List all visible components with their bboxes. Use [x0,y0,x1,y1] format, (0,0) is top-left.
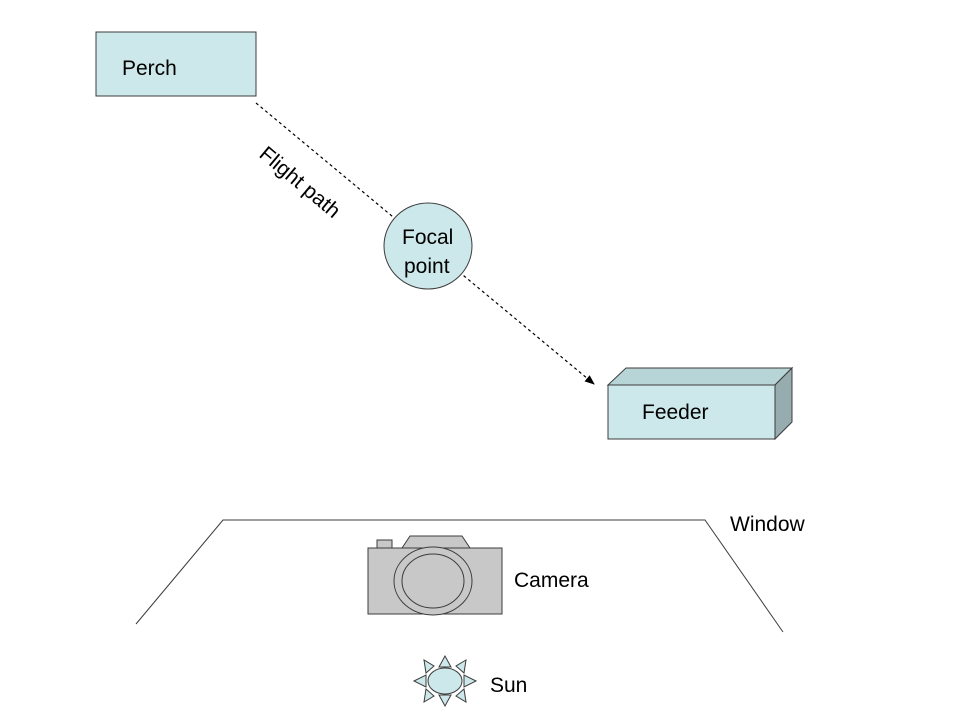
focal-point-node: Focal point [383,202,473,290]
feeder-label: Feeder [642,401,709,424]
window-label: Window [730,513,806,536]
flight-path-line [255,102,595,385]
focal-point-label-line1: Focal [402,226,453,249]
perch-label: Perch [122,57,177,80]
focal-point-label-line2: point [404,255,450,278]
sun-icon [412,654,478,708]
camera-label: Camera [514,569,589,592]
perch-node: Perch [95,31,257,97]
flight-path-label: Flight path [255,142,345,223]
sun-label: Sun [490,674,527,697]
feeder-node: Feeder [606,366,794,441]
window-outline [135,519,784,633]
camera-icon [367,535,503,616]
